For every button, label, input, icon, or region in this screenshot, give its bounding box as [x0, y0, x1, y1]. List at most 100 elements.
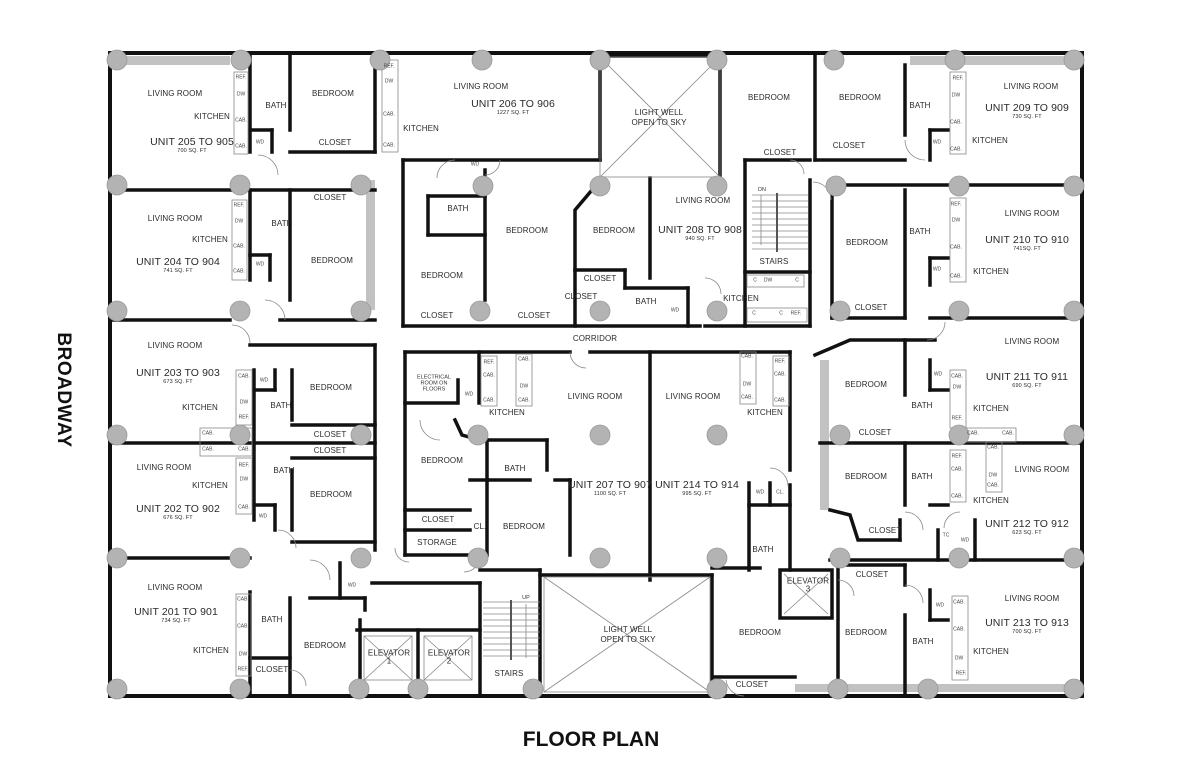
fixture-label: CAB. — [238, 373, 250, 380]
elevator-text: ELEVATOR — [786, 576, 830, 586]
fixture-label: CAB. — [518, 356, 530, 363]
unit-name: UNIT 213 TO 913 — [985, 617, 1069, 630]
unit-area: 1227 SQ. FT — [496, 110, 530, 117]
room-label: LIVING ROOM — [147, 582, 203, 592]
room-label: LIGHT WELL — [603, 624, 653, 634]
fixture-label: CAB. — [235, 117, 247, 124]
unit-area: 676 SQ. FT — [163, 515, 193, 522]
room-label: BATH — [261, 614, 283, 624]
room-label: KITCHEN — [193, 645, 229, 655]
fixture-label: REF. — [237, 666, 249, 673]
unit-area: 741 SQ. FT — [163, 268, 193, 275]
unit-name: UNIT 203 TO 903 — [136, 367, 220, 380]
room-label: BATH — [270, 400, 292, 410]
room-label: BEDROOM — [420, 270, 464, 280]
room-label: CLOSET — [313, 445, 347, 455]
elevator-number: 3 — [805, 585, 811, 594]
room-label: CLOSET — [564, 291, 598, 301]
plan-title: FLOOR PLAN — [522, 728, 660, 751]
fixture-label: WD — [932, 139, 942, 146]
room-label: BEDROOM — [838, 92, 882, 102]
room-label: KITCHEN — [194, 111, 230, 121]
fixture-label: WD — [258, 513, 268, 520]
fixture-label: CAB. — [987, 482, 999, 489]
stair-direction-label: DN — [758, 187, 766, 194]
room-label: LIVING ROOM — [136, 462, 192, 472]
room-label: LIVING ROOM — [675, 195, 731, 205]
room-label: LIVING ROOM — [567, 391, 623, 401]
fixture-label: CAB. — [741, 394, 753, 401]
fixture-label: CAB. — [950, 146, 962, 153]
fixture-label: REF. — [383, 63, 395, 70]
unit-name: UNIT 206 TO 906 — [471, 98, 555, 111]
room-label: CLOSET — [420, 310, 454, 320]
fixture-label: REF. — [951, 415, 963, 422]
unit-area: 690 SQ. FT — [1012, 383, 1042, 390]
unit-name: UNIT 207 TO 907 — [568, 479, 652, 492]
corridor-label: CORRIDOR — [572, 333, 618, 343]
fixture-label: DW — [954, 655, 964, 662]
fixture-label: CAB. — [238, 446, 250, 453]
room-label: LIVING ROOM — [1004, 336, 1060, 346]
room-label: BEDROOM — [502, 521, 546, 531]
fixture-label: WD — [670, 307, 680, 314]
unit-area: 623 SQ. FT — [1012, 530, 1042, 537]
fixture-label: DW — [951, 217, 961, 224]
unit-area: 1100 SQ. FT — [593, 491, 627, 498]
electrical-room-text: ROOM ON — [420, 380, 448, 387]
elevator-number: 2 — [446, 657, 452, 666]
room-label: KITCHEN — [973, 646, 1009, 656]
fixture-label: CAB. — [967, 430, 979, 437]
unit-name: UNIT 209 TO 909 — [985, 102, 1069, 115]
room-label: KITCHEN — [747, 407, 783, 417]
fixture-label: CAB. — [383, 111, 395, 118]
fixture-label: CAB. — [483, 397, 495, 404]
fixture-label: WD — [755, 489, 765, 496]
room-label: KITCHEN — [973, 266, 1009, 276]
room-label: CL. — [473, 521, 487, 531]
fixture-label: CAB. — [202, 446, 214, 453]
fixture-label: REF. — [233, 202, 245, 209]
fixture-label: CAB. — [774, 371, 786, 378]
unit-name: UNIT 211 TO 911 — [985, 371, 1069, 384]
fixture-label: REF. — [238, 414, 250, 421]
fixture-label: REF. — [955, 670, 967, 677]
room-label: BATH — [909, 100, 931, 110]
fixture-label: DW — [239, 476, 249, 483]
unit-area: 734 SQ. FT — [161, 618, 191, 625]
fixture-label: C — [753, 277, 757, 284]
fixture-label: CAB. — [950, 244, 962, 251]
unit-name: UNIT 205 TO 905 — [150, 136, 234, 149]
fixture-label: REF. — [790, 310, 802, 317]
fixture-label: DW — [988, 472, 998, 479]
fixture-label: CAB. — [951, 373, 963, 380]
room-label: CLOSET — [318, 137, 352, 147]
unit-name: UNIT 208 TO 908 — [658, 224, 742, 237]
fixture-label: CAB. — [1002, 430, 1014, 437]
unit-name: UNIT 202 TO 902 — [136, 503, 220, 516]
room-label: LIVING ROOM — [665, 391, 721, 401]
fixture-label: WD — [932, 266, 942, 273]
room-label: CLOSET — [832, 140, 866, 150]
fixture-label: CAB. — [953, 626, 965, 633]
fixture-label: DW — [238, 651, 248, 658]
fixture-label: REF. — [483, 359, 495, 366]
room-label: KITCHEN — [192, 234, 228, 244]
room-label: CLOSET — [854, 302, 888, 312]
room-label: BATH — [752, 544, 774, 554]
fixture-label: CAB. — [950, 273, 962, 280]
fixture-label: CAB. — [774, 397, 786, 404]
unit-area: 730 SQ. FT — [1012, 114, 1042, 121]
room-label: BEDROOM — [845, 237, 889, 247]
fixture-label: WD — [347, 582, 357, 589]
stair-direction-label: UP — [522, 595, 530, 602]
fixture-label: CAB. — [950, 119, 962, 126]
